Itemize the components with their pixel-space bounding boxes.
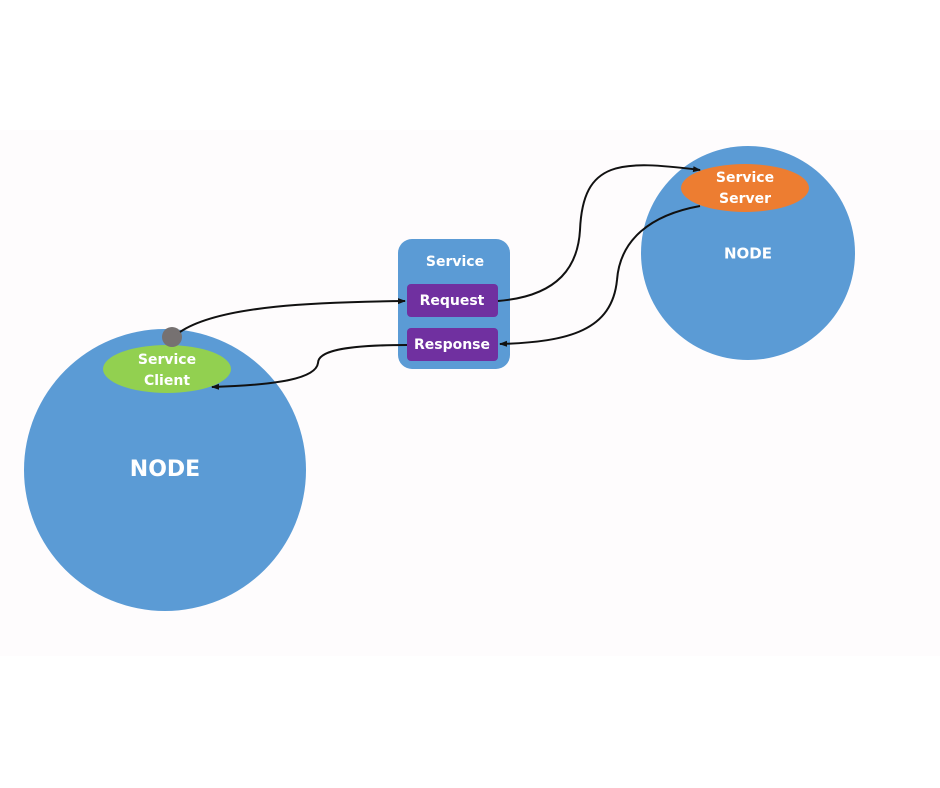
service-server-label-line2: Server — [719, 191, 771, 207]
service-title: Service — [426, 254, 484, 270]
client-node: NODE — [24, 329, 306, 611]
service-server-ellipse — [681, 164, 809, 212]
response-label: Response — [414, 337, 490, 353]
service-container: Service Request Response — [398, 239, 510, 369]
server-node-label: NODE — [724, 245, 772, 263]
client-node-circle — [24, 329, 306, 611]
service-client-ellipse — [103, 345, 231, 393]
client-node-label: NODE — [130, 457, 200, 482]
arrow-server-to-response — [499, 205, 701, 347]
service-client-label-line1: Service — [138, 352, 196, 368]
service-server-label-line1: Service — [716, 170, 774, 186]
service-client: Service Client — [103, 345, 231, 393]
arrow-client-to-request — [179, 298, 406, 333]
arrow-request-to-server — [497, 164, 701, 302]
request-box — [407, 284, 498, 317]
request-label: Request — [420, 293, 485, 309]
connector-dot — [162, 327, 182, 347]
service-server: Service Server — [681, 164, 809, 212]
arrow-response-to-client — [211, 344, 408, 390]
response-box — [407, 328, 498, 361]
service-client-label-line2: Client — [144, 373, 190, 389]
